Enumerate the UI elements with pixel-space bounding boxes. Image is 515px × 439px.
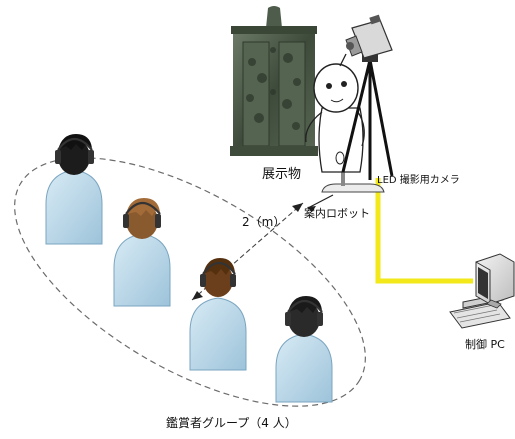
visitor-icon xyxy=(113,198,171,307)
camera-label: LED 撮影用カメラ xyxy=(377,175,460,186)
tripod-camera-icon xyxy=(341,14,394,180)
camera-pc-cable xyxy=(375,178,473,284)
distance-label: 2（m） xyxy=(242,215,286,229)
control-pc-label: 制御 PC xyxy=(465,338,505,351)
visitor-icon xyxy=(189,258,247,371)
guide-robot-label: 案内ロボット xyxy=(304,207,370,220)
visitor-icon xyxy=(275,296,333,403)
guide-robot-icon xyxy=(305,53,385,212)
exhibit-label: 展示物 xyxy=(262,167,302,182)
exhibit-sculpture-icon xyxy=(228,6,320,156)
visitor-group-label: 鑑賞者グループ（4 人） xyxy=(166,416,297,430)
visitor-group-boundary xyxy=(14,157,366,407)
visitor-icon xyxy=(45,134,103,245)
desktop-pc-icon xyxy=(449,253,515,329)
